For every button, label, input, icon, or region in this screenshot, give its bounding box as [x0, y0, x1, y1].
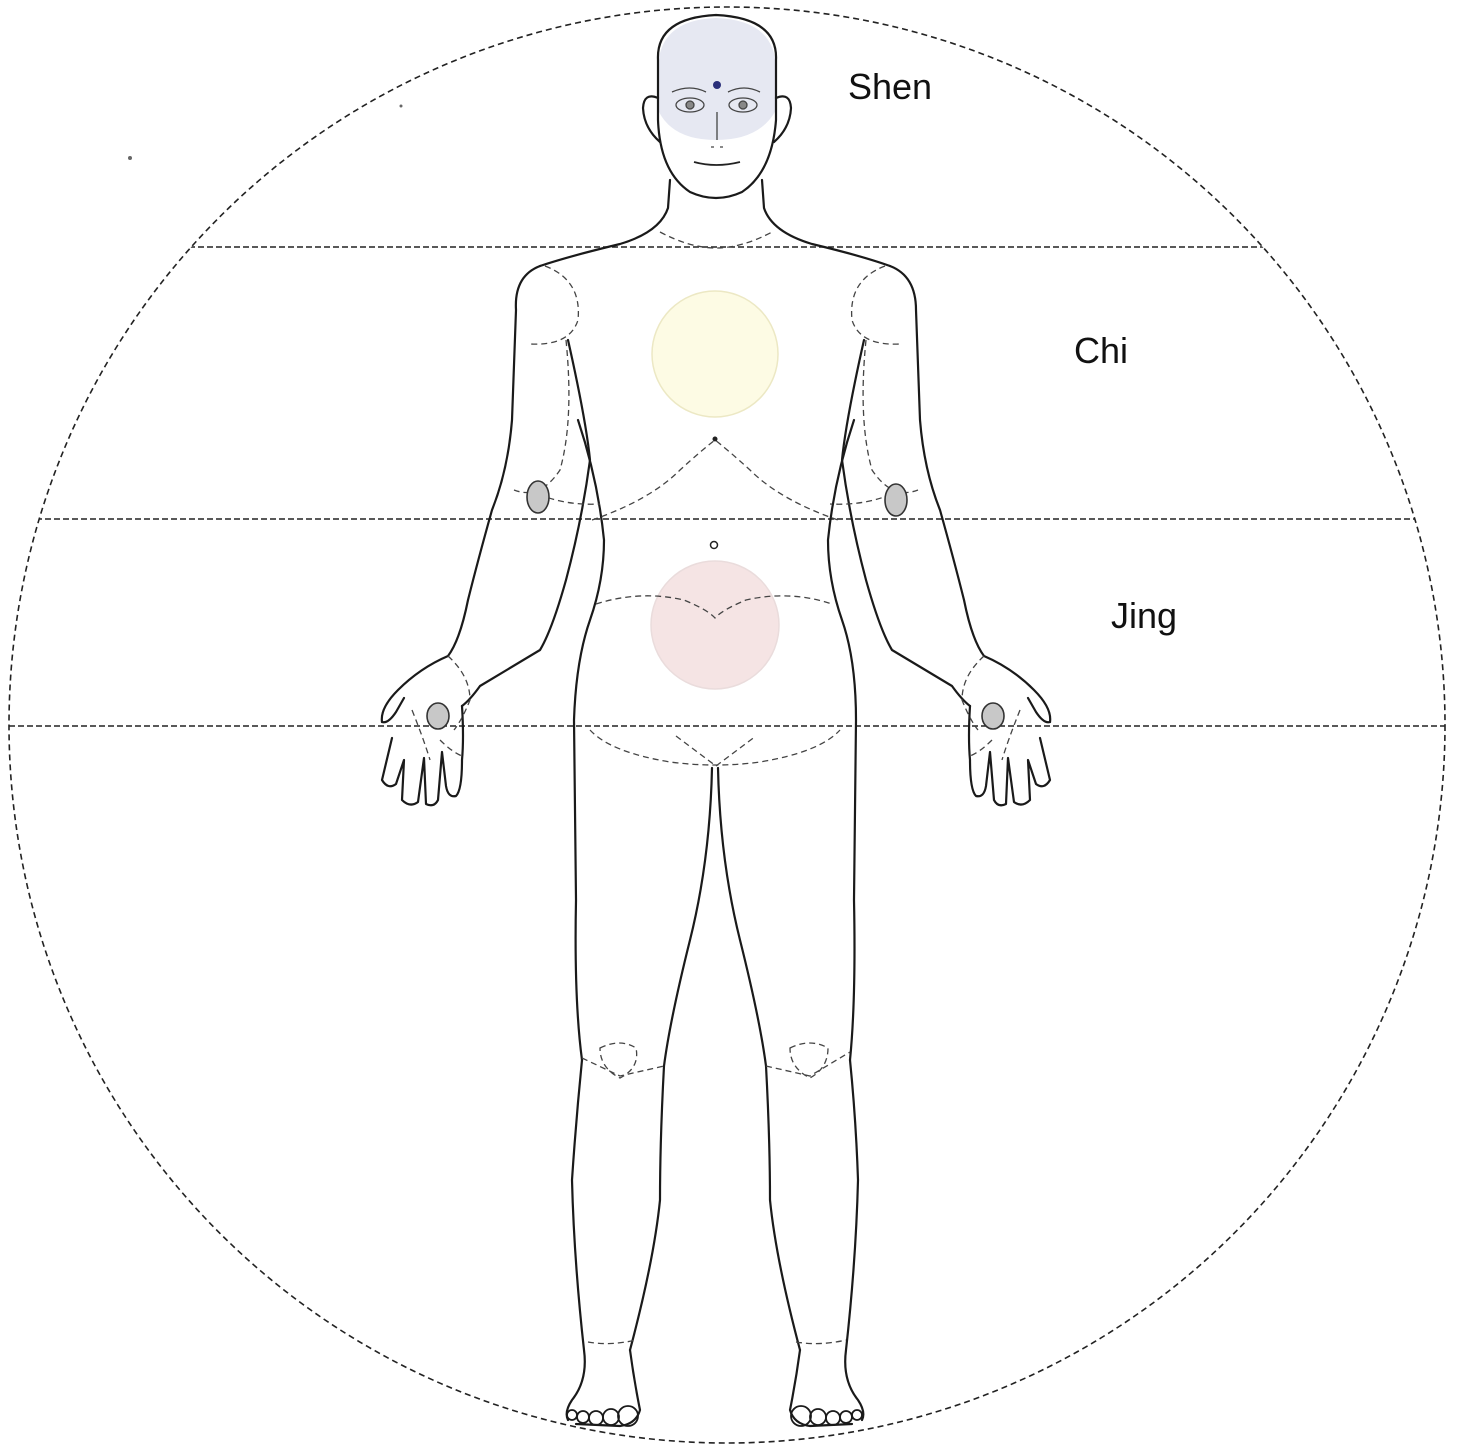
inner-leg-right [718, 768, 800, 1350]
torso-left [574, 420, 604, 1060]
jing-center-circle [651, 561, 779, 689]
neck-left [540, 180, 670, 266]
neck-right [762, 180, 890, 266]
sternum-dot [713, 437, 718, 442]
outer-leg-left [567, 1060, 585, 1420]
chi-center-circle [652, 291, 778, 417]
human-figure-outline [382, 15, 1050, 1426]
outer-circle [9, 7, 1445, 1443]
speck [400, 105, 403, 108]
right-palm-point [982, 703, 1004, 729]
right-arm-outer [890, 266, 1050, 722]
inner-leg-left [630, 768, 712, 1350]
left-arm-outer [382, 266, 540, 722]
right-arm-inner [842, 340, 970, 706]
left-hand [382, 698, 463, 805]
right-foot [790, 1350, 852, 1426]
navel-dot [711, 542, 718, 549]
outer-leg-right [845, 1060, 863, 1420]
zone-label-shen: Shen [848, 69, 932, 105]
third-eye-dot-icon [713, 81, 721, 89]
speck [128, 156, 132, 160]
zone-label-jing: Jing [1111, 598, 1177, 634]
left-palm-point [427, 703, 449, 729]
right-elbow-point [885, 484, 907, 516]
mouth [694, 162, 740, 165]
zone-label-chi: Chi [1074, 333, 1128, 369]
left-arm-inner [462, 340, 590, 706]
right-hand [969, 698, 1050, 805]
left-elbow-point [527, 481, 549, 513]
